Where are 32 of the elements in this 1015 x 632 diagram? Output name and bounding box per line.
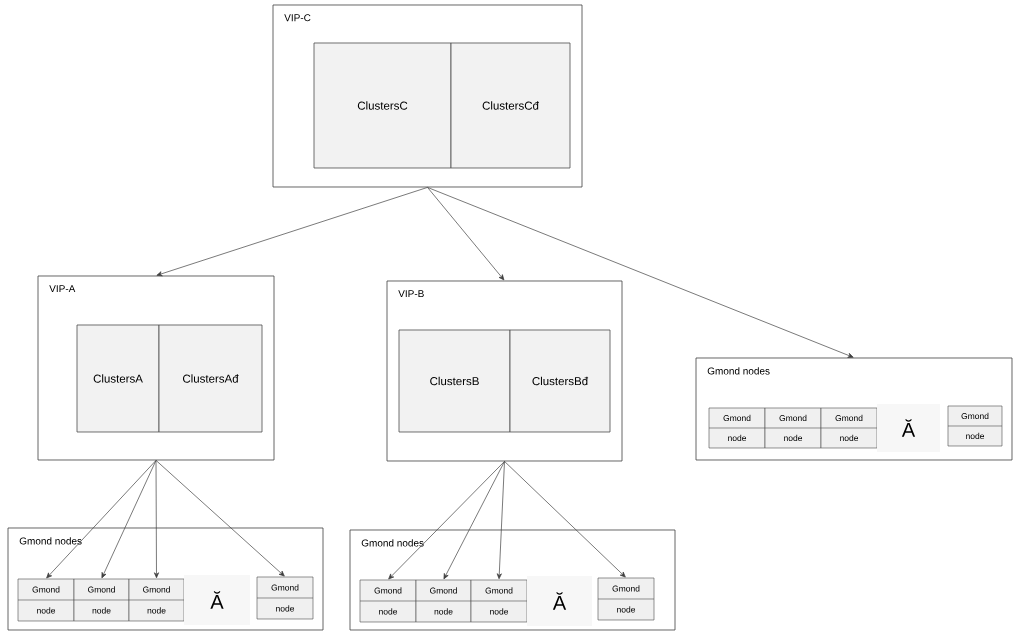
cluster-box: ClustersA (76, 324, 160, 433)
ellipsis-box: Ă (184, 575, 250, 625)
node-cell: Gmond node (128, 578, 185, 622)
cluster-box: ClustersCđ (450, 42, 571, 169)
node-cell: Gmond node (470, 579, 528, 623)
arrow (153, 460, 159, 579)
node-cell: Gmond node (17, 578, 75, 622)
arrow (427, 187, 505, 281)
arrow (155, 460, 285, 577)
node-cell: Gmond node (764, 407, 822, 449)
arrow (443, 461, 505, 580)
node-cell: Gmond node (820, 407, 878, 449)
node-cell: Gmond node (359, 579, 417, 623)
arrow (504, 461, 626, 578)
arrow (101, 460, 157, 579)
cluster-box: ClustersB (398, 329, 511, 433)
cluster-box: ClustersAđ (158, 324, 263, 433)
node-cell: Gmond node (597, 577, 655, 621)
ellipsis-box: Ă (527, 576, 592, 626)
node-cell: Gmond node (415, 579, 472, 623)
arrow (156, 187, 428, 277)
node-cell: Gmond node (256, 576, 314, 620)
arrow (46, 460, 157, 579)
arrow (427, 187, 854, 358)
node-cell: Gmond node (947, 405, 1003, 447)
ellipsis-box: Ă (877, 404, 940, 452)
node-cell: Gmond node (708, 407, 766, 449)
cluster-box: ClustersC (313, 42, 452, 169)
node-cell: Gmond node (73, 578, 130, 622)
arrow (388, 461, 505, 580)
cluster-box: ClustersBđ (509, 329, 611, 433)
arrow (496, 461, 505, 580)
